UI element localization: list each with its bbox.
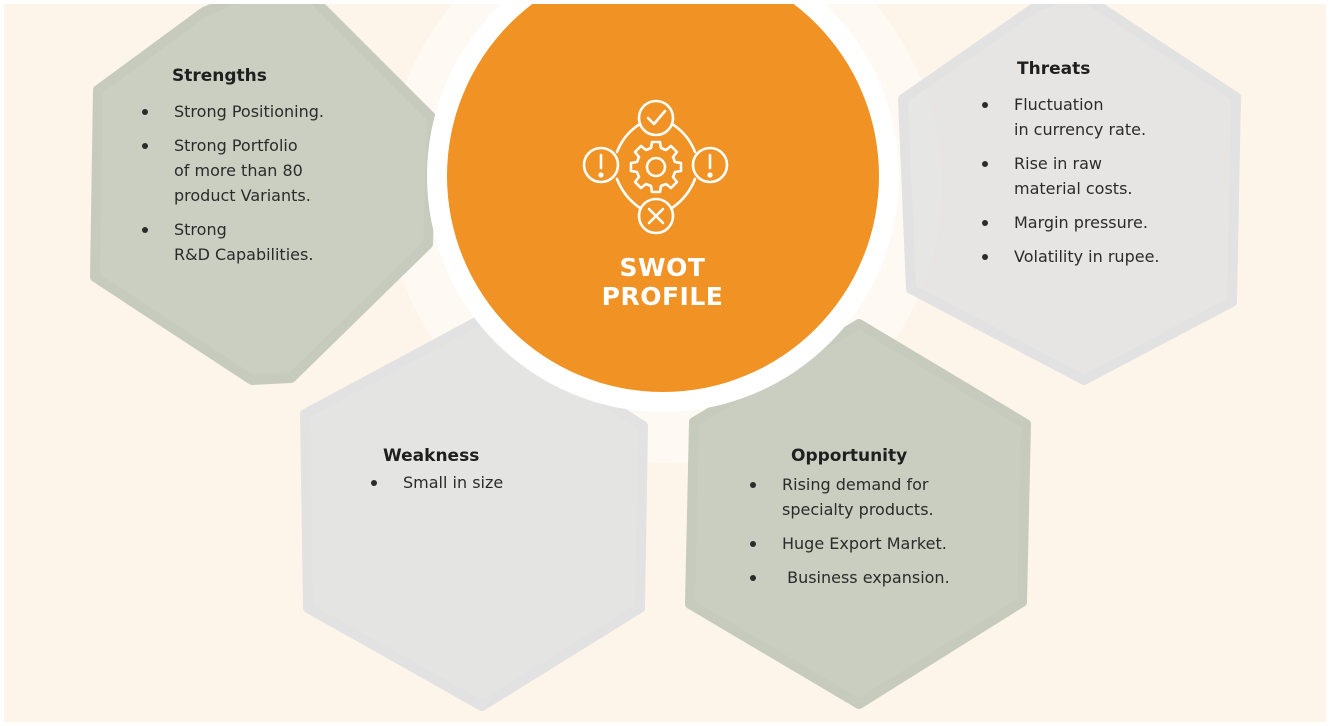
- threats-heading: Threats: [1017, 59, 1091, 79]
- list-item: Rising demand for specialty products.: [744, 472, 950, 522]
- list-item: Business expansion.: [744, 565, 950, 590]
- cross-circle-icon: [637, 197, 675, 235]
- list-item: Small in size: [365, 470, 503, 495]
- list-item: Strong R&D Capabilities.: [136, 217, 324, 267]
- center-orange-circle: [447, 4, 879, 392]
- weakness-block: Weakness Small in size: [365, 446, 503, 504]
- list-item: Strong Portfolio of more than 80 product…: [136, 133, 324, 208]
- strengths-block: Strengths Strong Positioning. Strong Por…: [136, 66, 324, 276]
- strengths-list: Strong Positioning. Strong Portfolio of …: [136, 99, 324, 267]
- threats-hexagon: [898, 4, 1241, 385]
- opportunity-hexagon: [685, 319, 1031, 709]
- list-item: Huge Export Market.: [744, 531, 950, 556]
- swot-graphic: [90, 4, 1241, 711]
- strengths-heading: Strengths: [172, 66, 267, 86]
- weakness-heading: Weakness: [383, 446, 480, 466]
- opportunity-heading: Opportunity: [791, 446, 908, 466]
- swot-profile-title: SWOT PROFILE: [601, 253, 724, 311]
- alert-left-icon: [582, 146, 620, 184]
- gear-icon: [629, 140, 683, 194]
- threats-block: Threats Fluctuation in currency rate. Ri…: [976, 59, 1160, 278]
- alert-right-icon: [691, 146, 729, 184]
- list-item: Volatility in rupee.: [976, 244, 1160, 269]
- opportunity-block: Opportunity Rising demand for specialty …: [744, 446, 950, 599]
- list-item: Fluctuation in currency rate.: [976, 92, 1160, 142]
- list-item: Margin pressure.: [976, 210, 1160, 235]
- swot-diagram: SWOT PROFILE Strengths Strong Positionin…: [4, 4, 1326, 722]
- list-item: Rise in raw material costs.: [976, 151, 1160, 201]
- weakness-hexagon: [300, 315, 648, 711]
- check-circle-icon: [637, 99, 675, 137]
- list-item: Strong Positioning.: [136, 99, 324, 124]
- swot-gear-icon: [582, 99, 729, 235]
- threats-list: Fluctuation in currency rate. Rise in ra…: [976, 92, 1160, 269]
- weakness-list: Small in size: [365, 470, 503, 495]
- opportunity-list: Rising demand for specialty products. Hu…: [744, 472, 950, 590]
